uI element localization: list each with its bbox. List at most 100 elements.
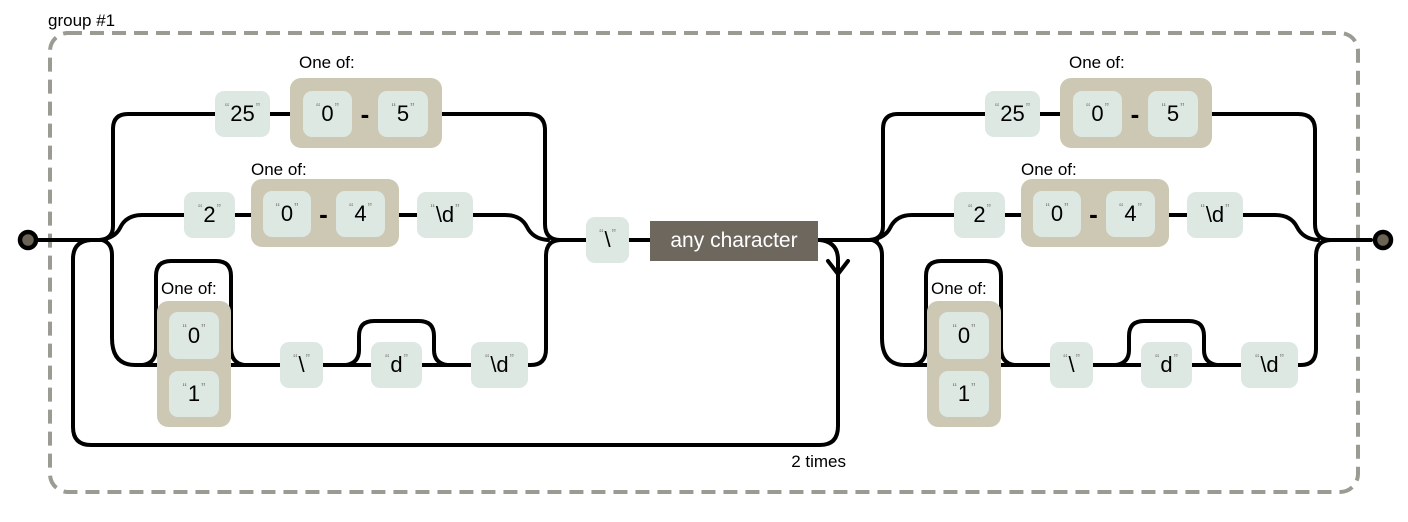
- open-quote: “: [1063, 350, 1068, 366]
- close-quote: ”: [334, 99, 339, 115]
- close-quote: ”: [305, 350, 310, 366]
- close-quote: ”: [509, 350, 515, 366]
- literal-digit-class: “\d”: [1187, 192, 1243, 238]
- one-of-label: One of:: [161, 279, 217, 298]
- end-node: [1372, 229, 1394, 251]
- start-node: [17, 229, 39, 251]
- close-quote: ”: [611, 225, 616, 241]
- close-quote: ”: [1025, 99, 1031, 115]
- group-label: group #1: [48, 11, 116, 30]
- close-quote: ”: [971, 379, 976, 395]
- rail-right-skip-oneof-01: [911, 259, 1016, 367]
- literal-d: “d”: [371, 342, 422, 388]
- range-separator: -: [319, 198, 328, 229]
- open-quote: “: [182, 321, 187, 336]
- open-quote: “: [1200, 200, 1205, 216]
- literal-0: “0”: [169, 312, 219, 359]
- rail-right-skip-d: [1114, 319, 1219, 367]
- close-quote: ”: [1225, 200, 1230, 216]
- open-quote: “: [968, 200, 973, 216]
- one-of-label: One of:: [251, 160, 307, 179]
- group-dashed-border: [48, 31, 1360, 494]
- literal-digit-class: “\d”: [417, 192, 473, 238]
- literal-0: “0”: [303, 91, 352, 137]
- literal-25: “25”: [215, 91, 270, 137]
- open-quote: “: [275, 199, 280, 215]
- open-quote: “: [952, 379, 957, 395]
- open-quote: “: [182, 379, 187, 395]
- literal-backslash: “\”: [586, 217, 629, 263]
- open-quote: “: [293, 350, 298, 366]
- range-separator: -: [1130, 98, 1140, 129]
- open-quote: “: [1119, 199, 1124, 215]
- close-quote: ”: [255, 99, 261, 115]
- literal-0: “0”: [1033, 191, 1081, 237]
- literal-digit-class: “\d”: [1241, 342, 1298, 388]
- literal-5: “5”: [378, 91, 428, 137]
- one-of-label: One of:: [299, 53, 355, 72]
- any-character-box: any character: [650, 221, 818, 261]
- close-quote: ”: [294, 199, 299, 215]
- close-quote: ”: [1180, 99, 1185, 115]
- close-quote: ”: [1279, 350, 1285, 366]
- literal-0: “0”: [939, 312, 989, 359]
- rail-right-branch-2: [868, 213, 1320, 242]
- repeat-count-label: 2 times: [791, 452, 846, 471]
- open-quote: “: [994, 99, 1000, 115]
- close-quote: ”: [986, 200, 991, 216]
- one-of-label: One of:: [1021, 160, 1077, 179]
- range-separator: -: [360, 98, 370, 129]
- literal-2: “2”: [184, 192, 235, 238]
- close-quote: ”: [1104, 99, 1109, 115]
- literal-digit-class: “\d”: [471, 342, 528, 388]
- close-quote: ”: [971, 321, 976, 336]
- literal-2: “2”: [954, 192, 1005, 238]
- rail-left-skip-d: [344, 319, 449, 367]
- literal-0: “0”: [1073, 91, 1122, 137]
- open-quote: “: [952, 321, 957, 336]
- open-quote: “: [349, 199, 354, 215]
- one-of-label: One of:: [931, 279, 987, 298]
- range-separator: -: [1089, 198, 1098, 229]
- close-quote: ”: [455, 200, 460, 216]
- literal-4: “4”: [1106, 191, 1155, 237]
- close-quote: ”: [367, 199, 372, 215]
- open-quote: “: [484, 350, 490, 366]
- close-quote: ”: [1137, 199, 1142, 215]
- literal-backslash: “\”: [280, 342, 323, 388]
- close-quote: ”: [403, 350, 408, 366]
- close-quote: ”: [201, 379, 206, 395]
- open-quote: “: [599, 225, 604, 241]
- rail-repeat-loop: [71, 238, 840, 447]
- open-quote: “: [385, 350, 390, 366]
- close-quote: ”: [1064, 199, 1069, 215]
- close-quote: ”: [410, 99, 415, 115]
- literal-1: “1”: [169, 371, 219, 417]
- open-quote: “: [1254, 350, 1260, 366]
- close-quote: ”: [216, 200, 221, 216]
- literal-25: “25”: [985, 91, 1040, 137]
- close-quote: ”: [1173, 350, 1178, 366]
- open-quote: “: [198, 200, 203, 216]
- literal-5: “5”: [1148, 91, 1198, 137]
- one-of-label: One of:: [1069, 53, 1125, 72]
- literal-4: “4”: [336, 191, 385, 237]
- open-quote: “: [430, 200, 435, 216]
- literal-0: “0”: [263, 191, 311, 237]
- loop-arrow-down-icon: [826, 259, 850, 276]
- rail-left-skip-oneof-01: [141, 259, 246, 367]
- open-quote: “: [1086, 99, 1091, 115]
- close-quote: ”: [201, 321, 206, 336]
- literal-d: “d”: [1141, 342, 1192, 388]
- open-quote: “: [391, 99, 396, 115]
- literal-backslash: “\”: [1050, 342, 1093, 388]
- open-quote: “: [224, 99, 230, 115]
- open-quote: “: [1161, 99, 1166, 115]
- open-quote: “: [1045, 199, 1050, 215]
- open-quote: “: [1155, 350, 1160, 366]
- close-quote: ”: [1075, 350, 1080, 366]
- rail-left-branch-2: [98, 213, 550, 242]
- literal-1: “1”: [939, 371, 989, 417]
